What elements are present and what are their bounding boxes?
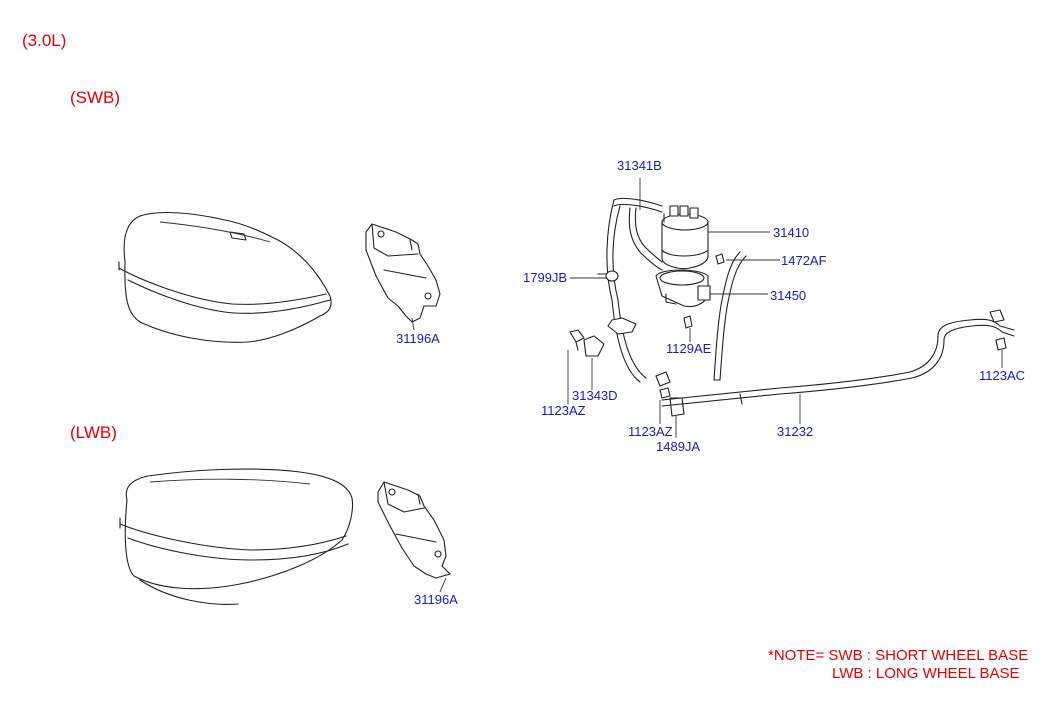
label-31196A-lwb[interactable]: 31196A	[414, 592, 458, 607]
canister-bracket	[655, 269, 711, 308]
label-1472AF[interactable]: 1472AF	[781, 253, 827, 268]
bracket-swb	[365, 223, 441, 323]
bracket-lwb	[377, 481, 451, 579]
label-1799JB[interactable]: 1799JB	[523, 270, 568, 285]
small-fittings	[569, 253, 1007, 417]
fuel-tank-swb	[118, 211, 332, 343]
label-31343D[interactable]: 31343D	[572, 388, 618, 403]
label-31341B[interactable]: 31341B	[617, 158, 662, 173]
label-31410[interactable]: 31410	[773, 225, 810, 240]
leader-lines	[411, 178, 1003, 593]
vapor-line	[661, 309, 1015, 407]
note-line-2: LWB : LONG WHEEL BASE	[832, 665, 1020, 682]
label-1123AZ-left[interactable]: 1123AZ	[541, 403, 586, 418]
label-31450[interactable]: 31450	[770, 288, 807, 303]
label-1129AE[interactable]: 1129AE	[666, 341, 712, 356]
label-1489JA[interactable]: 1489JA	[656, 439, 701, 454]
canister	[661, 205, 709, 270]
label-31196A-swb[interactable]: 31196A	[396, 331, 440, 346]
label-31232[interactable]: 31232	[777, 424, 814, 439]
engine-header: (3.0L)	[22, 31, 67, 50]
label-1123AC[interactable]: 1123AC	[979, 368, 1026, 383]
label-1123AZ-mid[interactable]: 1123AZ	[628, 424, 673, 439]
swb-header: (SWB)	[70, 88, 121, 107]
lwb-header: (LWB)	[70, 423, 117, 442]
note-line-1: *NOTE= SWB : SHORT WHEEL BASE	[768, 647, 1029, 664]
fuel-tank-lwb	[119, 468, 354, 605]
canister-hoses	[597, 197, 747, 383]
